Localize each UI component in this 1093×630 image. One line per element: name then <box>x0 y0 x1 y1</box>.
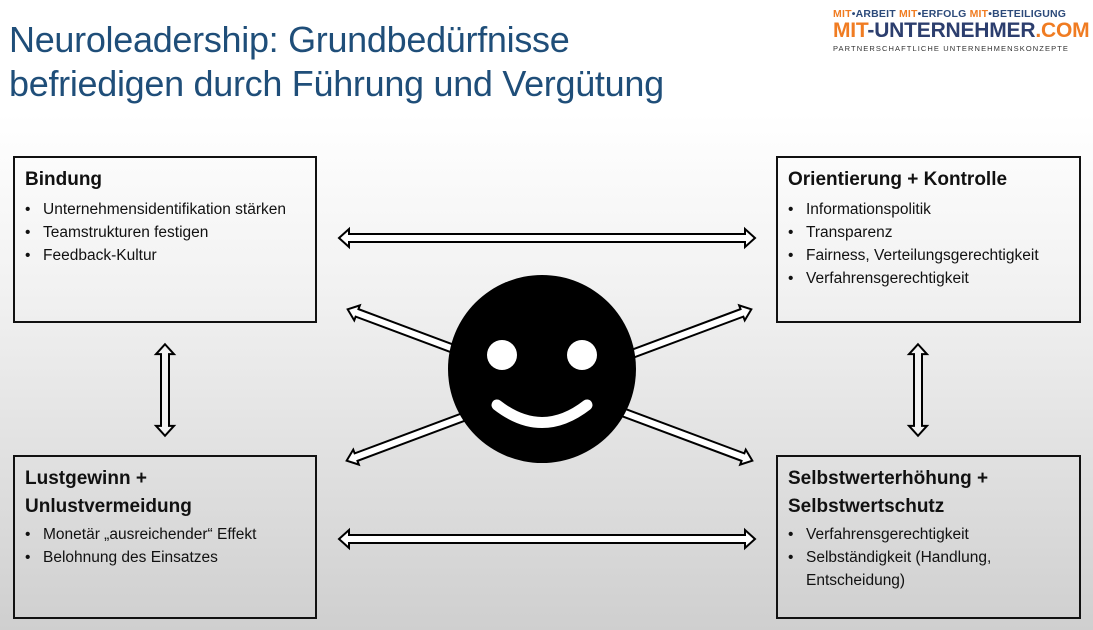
list-item: Verfahrensgerechtigkeit <box>788 267 1069 290</box>
list-item: Fairness, Verteilungsgerechtigkeit <box>788 244 1069 267</box>
logo-erfolg: •ERFOLG <box>917 8 970 20</box>
box-heading-line-1: Selbstwerterhöhung + <box>788 468 989 489</box>
double-arrow-icon <box>338 228 756 248</box>
double-arrow-icon <box>156 344 174 436</box>
logo-subtitle: PARTNERSCHAFTLICHE UNTERNEHMENSKONZEPTE <box>833 44 1069 53</box>
logo-mit: MIT <box>969 8 989 20</box>
list-item: Selbständigkeit (Handlung, Entscheidung) <box>788 546 1069 592</box>
bullet-list: Informationspolitik Transparenz Fairness… <box>788 198 1069 290</box>
double-arrow-icon <box>909 344 927 436</box>
logo-arbeit: •ARBEIT <box>851 8 899 20</box>
bullet-list: Unternehmensidentifikation stärken Teams… <box>25 198 305 267</box>
bullet-list: Verfahrensgerechtigkeit Selbständigkeit … <box>788 523 1069 592</box>
box-heading: Lustgewinn + Unlustvermeidung <box>25 465 305 521</box>
list-item: Monetär „ausreichender“ Effekt <box>25 523 305 546</box>
logo-main-mit: MIT <box>833 19 868 42</box>
list-item: Transparenz <box>788 221 1069 244</box>
smiley-face-icon <box>448 275 636 463</box>
title-line-2: befriedigen durch Führung und Vergütung <box>9 63 664 104</box>
box-selbstwert: Selbstwerterhöhung + Selbstwertschutz Ve… <box>776 455 1081 619</box>
box-heading: Bindung <box>25 169 103 190</box>
logo-tagline: MIT•ARBEIT MIT•ERFOLG MIT•BETEILIGUNG <box>833 8 1083 20</box>
list-item: Informationspolitik <box>788 198 1069 221</box>
list-item: Teamstrukturen festigen <box>25 221 305 244</box>
company-logo: MIT•ARBEIT MIT•ERFOLG MIT•BETEILIGUNG MI… <box>833 8 1090 53</box>
logo-main-unternehmer: -UNTERNEHMER <box>867 19 1036 42</box>
logo-mit: MIT <box>833 8 852 20</box>
box-orientierung-kontrolle: Orientierung + Kontrolle Informationspol… <box>776 156 1081 323</box>
list-item: Unternehmensidentifikation stärken <box>25 198 305 221</box>
bullet-list: Monetär „ausreichender“ Effekt Belohnung… <box>25 523 305 569</box>
box-heading: Orientierung + Kontrolle <box>788 169 1008 190</box>
logo-wordmark: MIT-UNTERNEHMER.COM <box>833 19 1090 42</box>
list-item: Verfahrensgerechtigkeit <box>788 523 1069 546</box>
list-item: Belohnung des Einsatzes <box>25 546 305 569</box>
double-arrow-icon <box>338 529 756 549</box>
box-heading-line-2: Unlustvermeidung <box>25 496 192 517</box>
title-line-1: Neuroleadership: Grundbedürfnisse <box>9 19 570 60</box>
logo-mit: MIT <box>898 8 918 20</box>
box-heading-line-2: Selbstwertschutz <box>788 496 945 517</box>
list-item: Feedback-Kultur <box>25 244 305 267</box>
box-bindung: Bindung Unternehmensidentifikation stärk… <box>13 156 317 323</box>
box-heading-line-1: Lustgewinn + <box>25 468 147 489</box>
box-heading: Selbstwerterhöhung + Selbstwertschutz <box>788 465 1069 521</box>
logo-beteiligung: •BETEILIGUNG <box>988 8 1067 20</box>
box-lustgewinn-unlustvermeidung: Lustgewinn + Unlustvermeidung Monetär „a… <box>13 455 317 619</box>
slide-title: Neuroleadership: Grundbedürfnisse befrie… <box>9 18 664 106</box>
logo-main-com: .COM <box>1035 19 1090 42</box>
